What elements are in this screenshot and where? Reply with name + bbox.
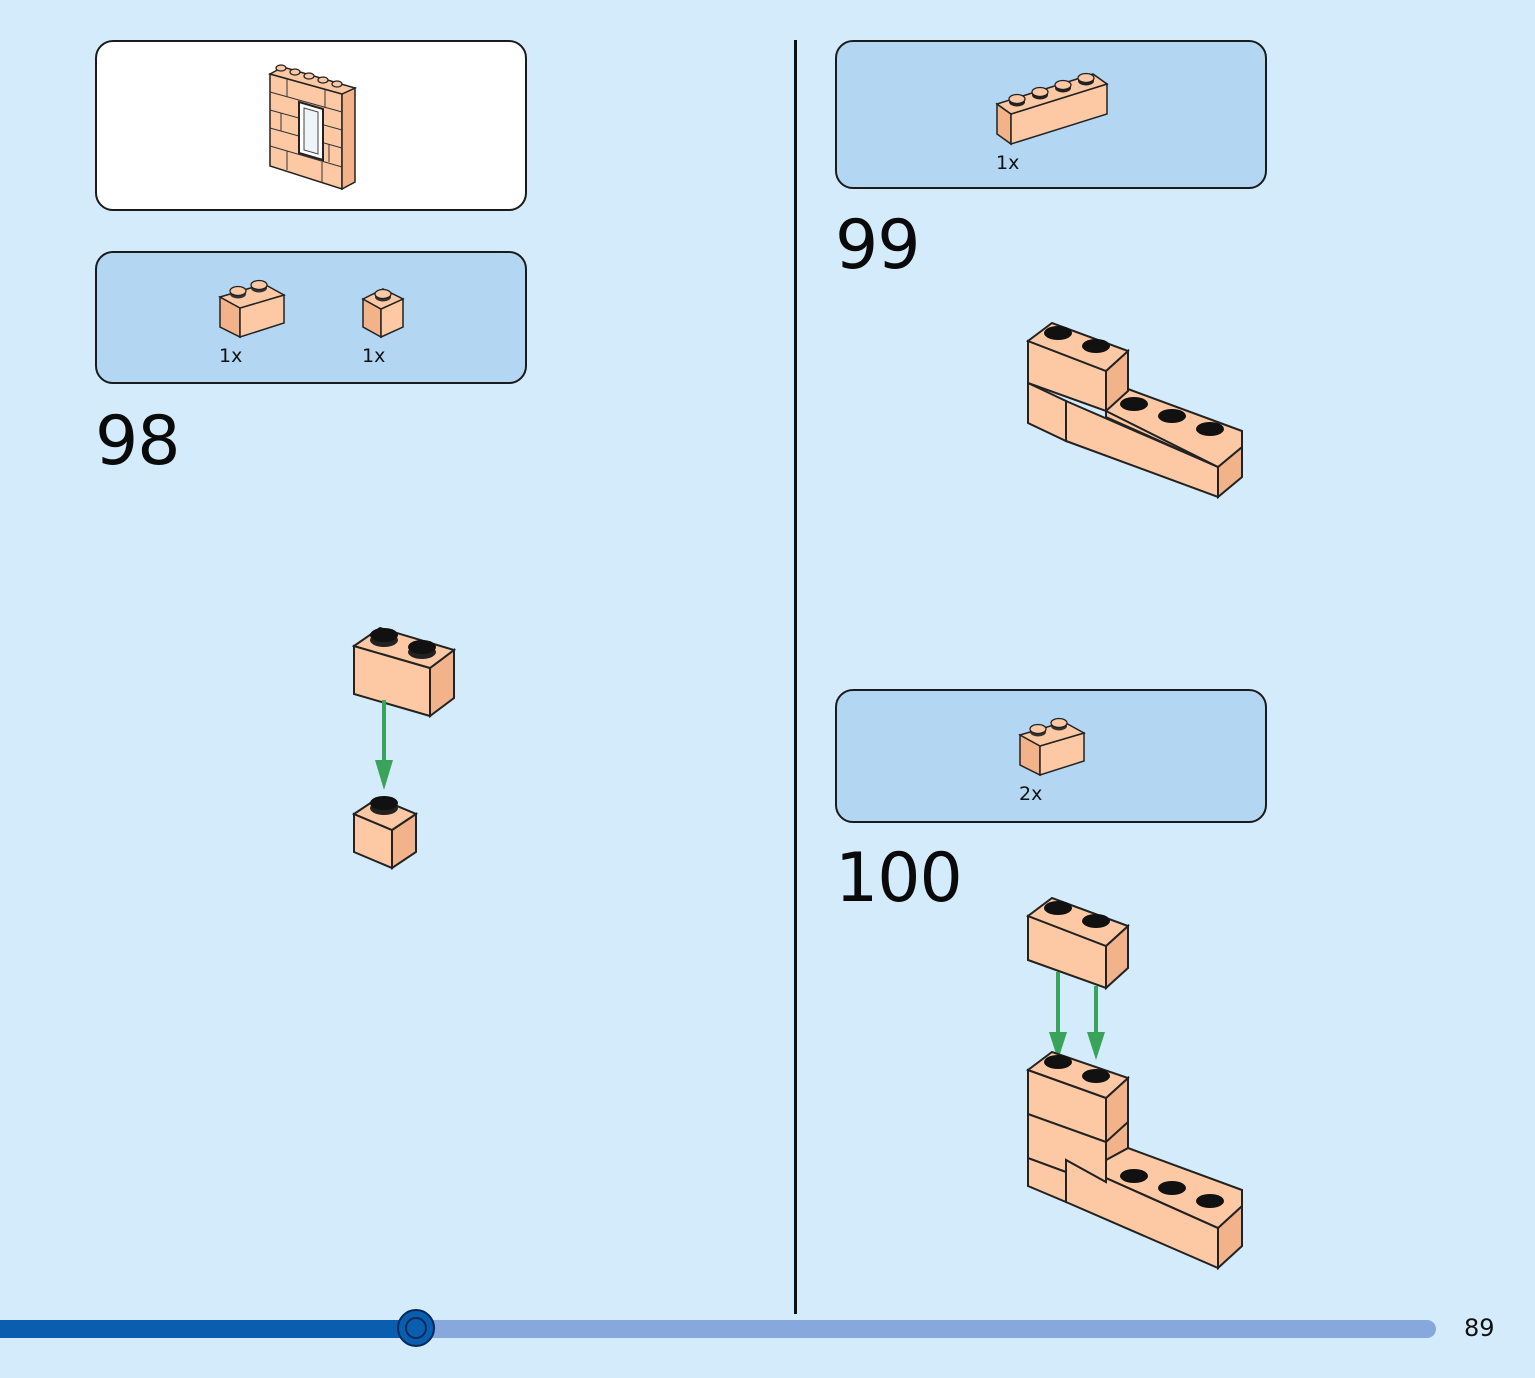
part-quantity: 2x — [1019, 783, 1043, 805]
progress-bar-knob[interactable] — [397, 1309, 435, 1347]
column-divider — [794, 40, 797, 1314]
step-number: 99 — [835, 206, 921, 285]
step-100-assembly — [1025, 896, 1243, 1271]
step-98-assembly — [351, 626, 457, 870]
parts-panel-step-100: 2x — [835, 689, 1267, 823]
submodel-preview-panel — [95, 40, 527, 211]
part-quantity: 1x — [996, 152, 1020, 174]
parts-panel-step-98: 1x 1x — [95, 251, 527, 384]
part-quantity: 1x — [362, 345, 386, 367]
brick-1x1-icon — [361, 288, 405, 339]
brick-1x2-icon — [1018, 717, 1086, 777]
step-number: 100 — [835, 839, 963, 918]
progress-bar-fill — [0, 1320, 416, 1338]
brick-1x4-icon — [995, 72, 1109, 146]
step-number: 98 — [95, 402, 181, 481]
step-99-assembly — [1025, 321, 1243, 500]
page-number: 89 — [1464, 1314, 1495, 1342]
wall-with-window-icon — [268, 64, 358, 191]
brick-1x2-icon — [218, 279, 286, 339]
parts-panel-step-99: 1x — [835, 40, 1267, 189]
part-quantity: 1x — [219, 345, 243, 367]
